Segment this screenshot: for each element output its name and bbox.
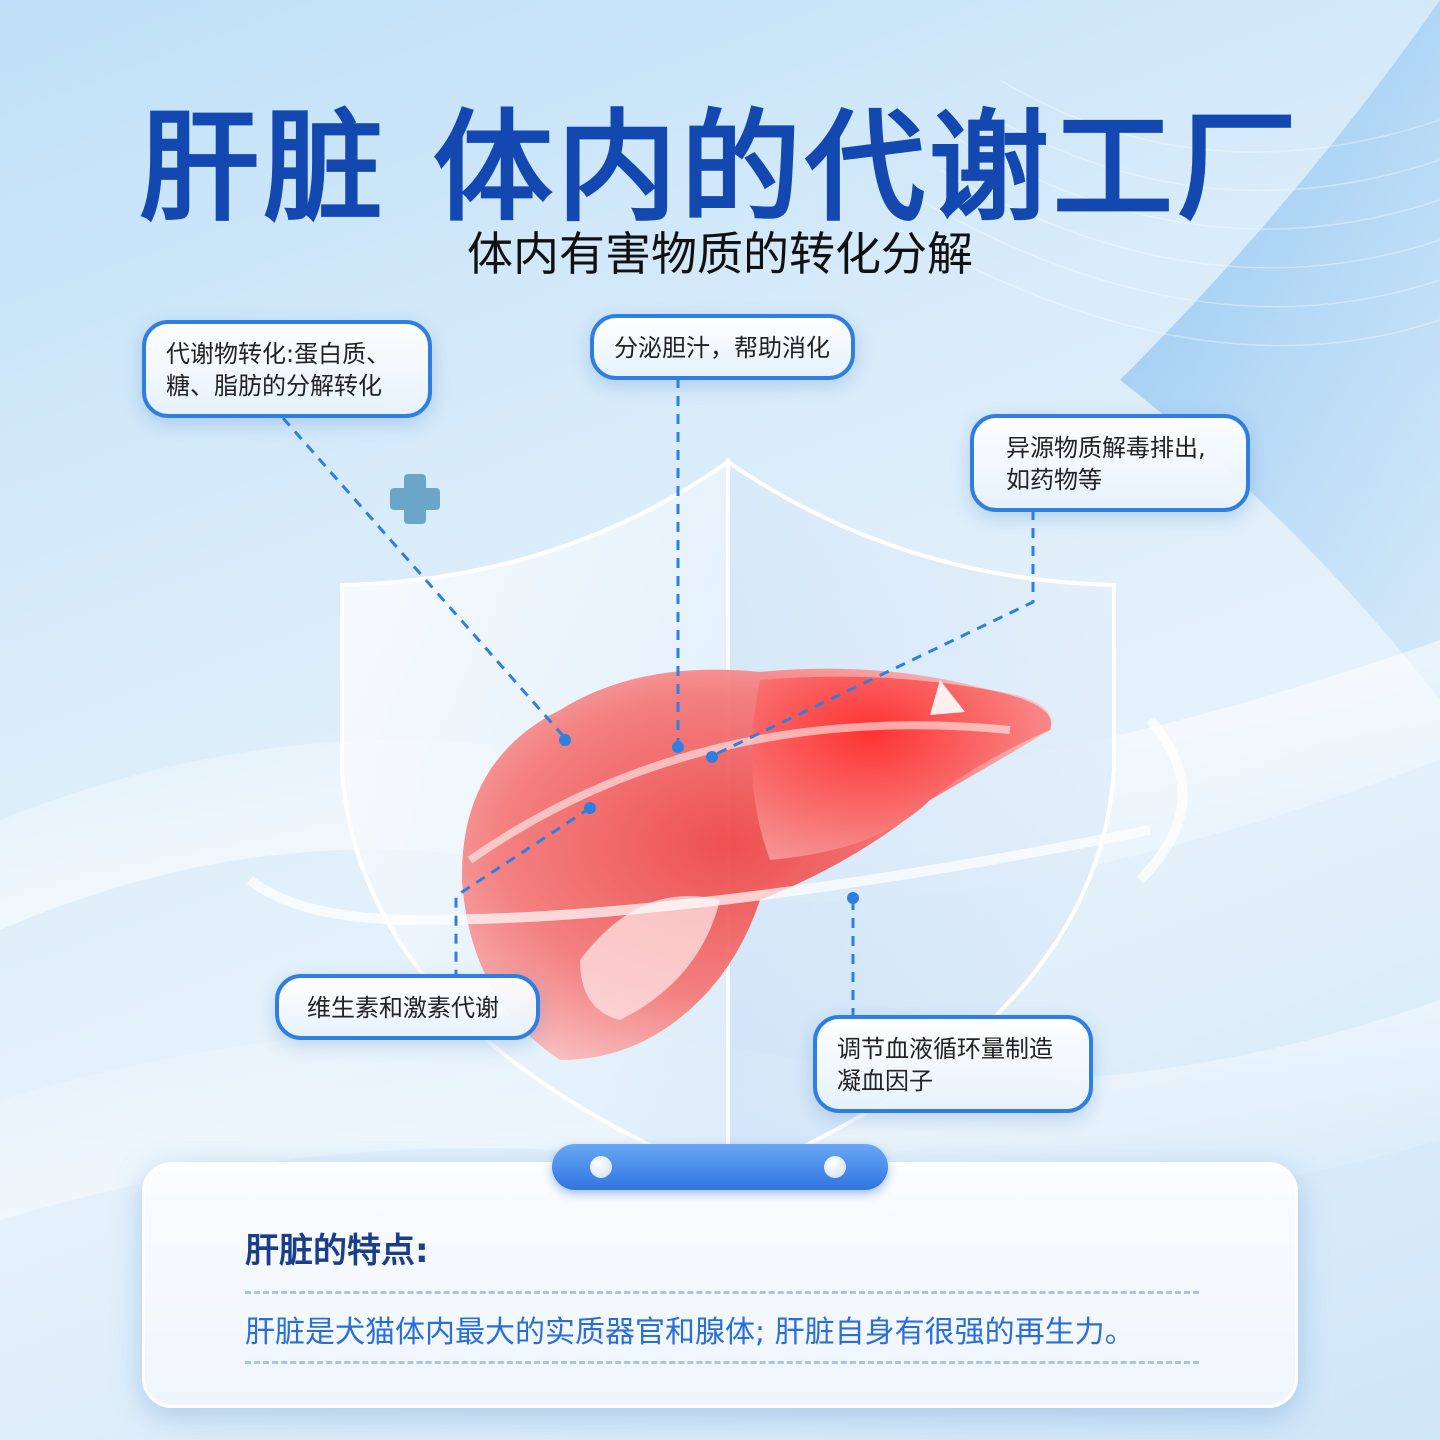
pill-dot-left [590,1156,612,1178]
callout-blood: 调节血液循环量制造 凝血因子 [813,1015,1093,1113]
panel-tab-pill [552,1144,888,1190]
page-title: 肝脏 体内的代谢工厂 [139,99,1301,238]
panel-heading: 肝脏的特点: [245,1231,429,1271]
panel-text: 肝脏是犬猫体内最大的实质器官和腺体; 肝脏自身有很强的再生力。 [245,1315,1135,1350]
callout-bile: 分泌胆汁，帮助消化 [590,314,855,380]
page-subtitle: 体内有害物质的转化分解 [467,227,973,281]
callout-detox-line2: 如药物等 [1006,466,1102,494]
features-panel: 肝脏的特点: 肝脏是犬猫体内最大的实质器官和腺体; 肝脏自身有很强的再生力。 [142,1162,1298,1408]
callout-metabolism: 代谢物转化:蛋白质、 糖、脂肪的分解转化 [142,320,432,418]
callout-blood-line1: 调节血液循环量制造 [837,1035,1053,1063]
callout-blood-line2: 凝血因子 [837,1067,933,1095]
panel-divider-top [245,1291,1199,1294]
callout-bile-line1: 分泌胆汁，帮助消化 [614,334,830,362]
callout-detox: 异源物质解毒排出, 如药物等 [970,414,1250,512]
callout-metabolism-line1: 代谢物转化:蛋白质、 [166,340,391,368]
callout-vitamin: 维生素和激素代谢 [275,974,540,1040]
callout-vitamin-line1: 维生素和激素代谢 [307,994,499,1022]
panel-divider-bottom [245,1361,1199,1364]
callout-detox-line1: 异源物质解毒排出, [1006,434,1206,462]
callout-metabolism-line2: 糖、脂肪的分解转化 [166,372,382,400]
pill-dot-right [824,1156,846,1178]
